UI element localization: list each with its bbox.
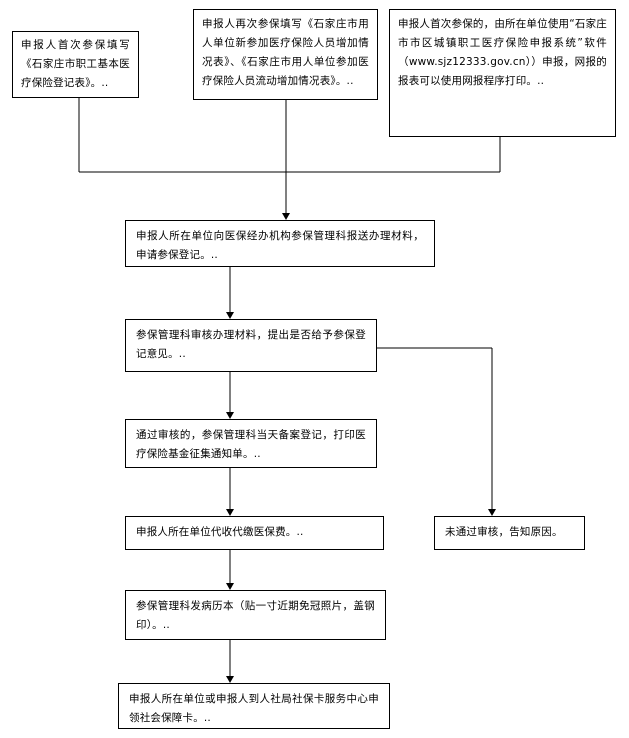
reenroll-form-box: 申报人再次参保填写《石家庄市用人单位新参加医疗保险人员增加情况表》、《石家庄市用… [193, 9, 378, 100]
approved-box: 通过审核的，参保管理科当天备案登记，打印医疗保险基金征集通知单。.. [125, 419, 377, 468]
get-card-box: 申报人所在单位或申报人到人社局社保卡服务中心申领社会保障卡。.. [118, 683, 390, 729]
rejected-box: 未通过审核，告知原因。 [434, 516, 585, 550]
online-declare-box: 申报人首次参保的，由所在单位使用“石家庄市市区城镇职工医疗保险申报系统”软件（w… [389, 9, 616, 137]
issue-record-box: 参保管理科发病历本（贴一寸近期免冠照片，盖钢印）。.. [125, 590, 386, 640]
collect-fee-box: 申报人所在单位代收代缴医保费。.. [125, 516, 384, 550]
review-box: 参保管理科审核办理材料，提出是否给予参保登记意见。.. [125, 319, 377, 372]
first-enroll-form-box: 申报人首次参保填写《石家庄市职工基本医疗保险登记表》。.. [12, 31, 139, 98]
submit-materials-box: 申报人所在单位向医保经办机构参保管理科报送办理材料，申请参保登记。.. [125, 220, 435, 267]
